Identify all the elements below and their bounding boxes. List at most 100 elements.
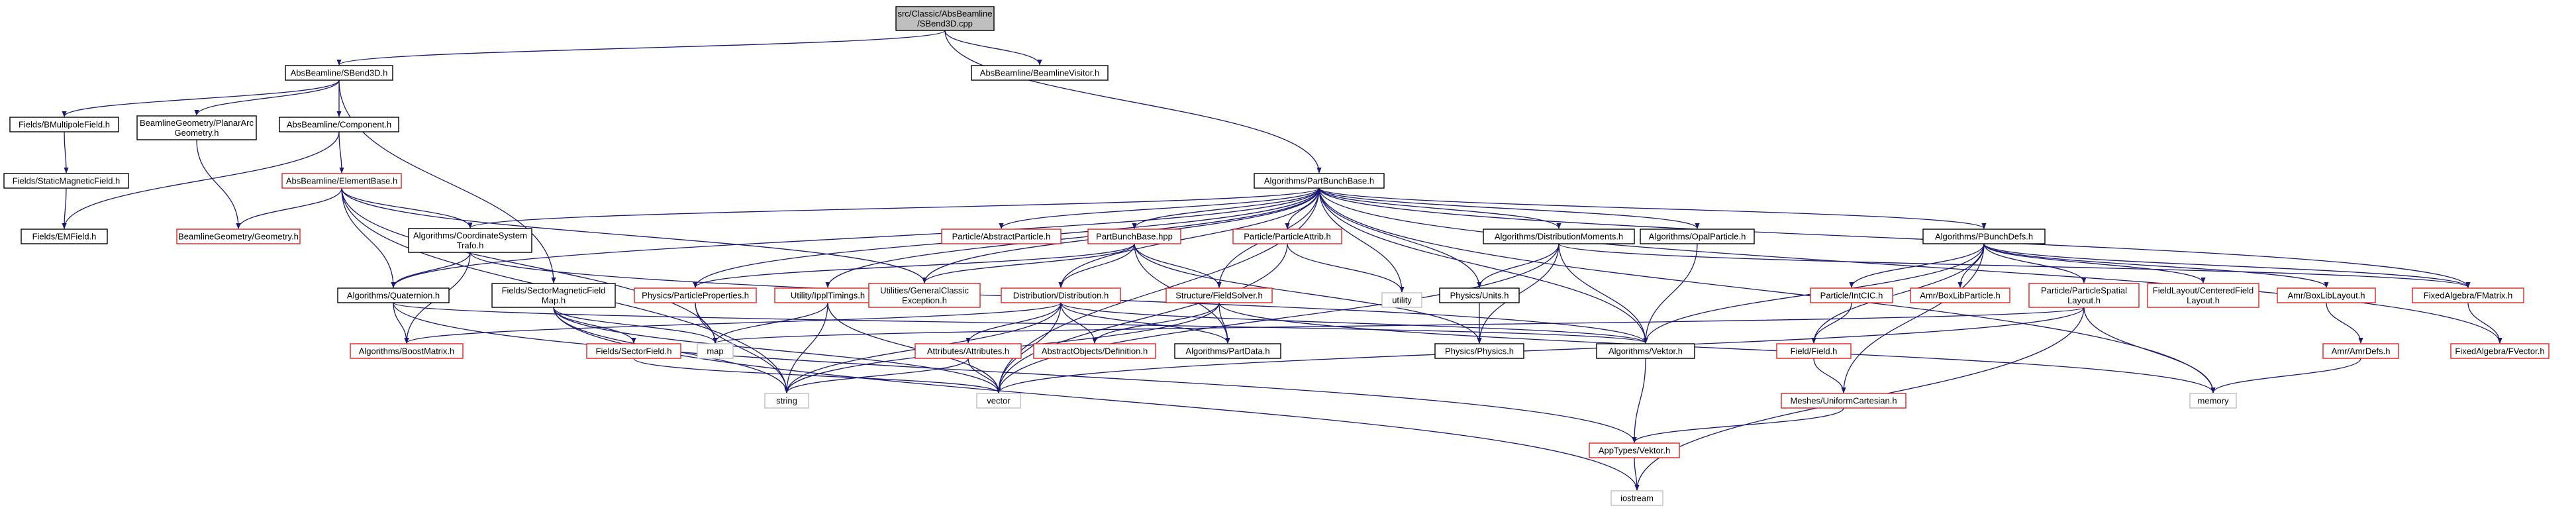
node-bmultipolefield-h[interactable]: Fields/BMultipoleField.h bbox=[9, 117, 119, 132]
edge-pbunchdefs_h-to-field_h bbox=[1811, 243, 1985, 344]
node-label: Algorithms/PartBunchBase.h bbox=[1264, 176, 1374, 186]
node-apptypes-vektor-h[interactable]: AppTypes/Vektor.h bbox=[1589, 442, 1680, 458]
node-root[interactable]: src/Classic/AbsBeamline/SBend3D.cpp bbox=[895, 6, 995, 31]
node-abstractparticle-h[interactable]: Particle/AbstractParticle.h bbox=[941, 229, 1062, 244]
node-box bbox=[1033, 343, 1156, 359]
node-box bbox=[2147, 283, 2259, 308]
edge-distmoments_h-to-units_h bbox=[1477, 243, 1560, 288]
node-sbend3d-h[interactable]: AbsBeamline/SBend3D.h bbox=[285, 65, 393, 81]
node-label: Utilities/GeneralClassic bbox=[880, 285, 969, 295]
node-fieldsolver-h[interactable]: Structure/FieldSolver.h bbox=[1165, 287, 1273, 303]
node-box bbox=[941, 229, 1062, 244]
node-beamlinevisitor-h[interactable]: AbsBeamline/BeamlineVisitor.h bbox=[971, 65, 1109, 81]
edge-pbunchdefs_h-to-boxliblayout_h bbox=[1983, 243, 2329, 288]
node-intcic-h[interactable]: Particle/IntCIC.h bbox=[1810, 287, 1893, 303]
node-geometry-h[interactable]: BeamlineGeometry/Geometry.h bbox=[176, 229, 301, 244]
edge-partbunchbase_h-to-coordsys_h bbox=[468, 187, 1320, 229]
edge-partbunchbase_h-to-particleattrib_h bbox=[1285, 187, 1320, 229]
node-staticmagneticfield-h[interactable]: Fields/StaticMagneticField.h bbox=[3, 173, 129, 189]
node-box bbox=[2450, 343, 2550, 359]
node-distmoments-h[interactable]: Algorithms/DistributionMoments.h bbox=[1483, 229, 1635, 244]
node-label: Physics/Physics.h bbox=[1445, 346, 1514, 356]
node-label: Amr/BoxLibLayout.h bbox=[2287, 291, 2365, 301]
edge-pbunchdefs_h-to-boxlibparticle_h bbox=[1957, 243, 1985, 288]
node-iostream: iostream bbox=[1610, 490, 1663, 506]
node-boxliblayout-h[interactable]: Amr/BoxLibLayout.h bbox=[2277, 287, 2376, 303]
edge-ipptimings_h-to-map bbox=[713, 302, 828, 344]
edge-distmoments_h-to-vector bbox=[996, 243, 1560, 393]
node-quaternion-h[interactable]: Algorithms/Quaternion.h bbox=[337, 287, 450, 303]
node-component-h[interactable]: AbsBeamline/Component.h bbox=[279, 117, 399, 132]
node-uniformcartesian-h[interactable]: Meshes/UniformCartesian.h bbox=[1781, 393, 1907, 409]
node-emfield-h[interactable]: Fields/EMField.h bbox=[21, 229, 108, 244]
node-partbunchbase-h[interactable]: Algorithms/PartBunchBase.h bbox=[1254, 173, 1385, 189]
node-amrdefs-h[interactable]: Amr/AmrDefs.h bbox=[2322, 343, 2399, 359]
edge-layer bbox=[62, 30, 2502, 491]
node-distribution-h[interactable]: Distribution/Distribution.h bbox=[1001, 287, 1121, 303]
edge-partbunchbase_h-to-abstractparticle_h bbox=[999, 187, 1320, 229]
node-label: Algorithms/CoordinateSystem bbox=[413, 230, 527, 240]
edge-distribution_h-to-vector bbox=[996, 302, 1062, 393]
node-vektor-h[interactable]: Algorithms/Vektor.h bbox=[1596, 343, 1695, 359]
node-fvector-h[interactable]: FixedAlgebra/FVector.h bbox=[2450, 343, 2550, 359]
node-partdata-h[interactable]: Algorithms/PartData.h bbox=[1174, 343, 1281, 359]
node-label: AbsBeamline/ElementBase.h bbox=[286, 176, 397, 186]
node-label: Algorithms/DistributionMoments.h bbox=[1495, 232, 1623, 242]
node-abstractobjdef-h[interactable]: AbstractObjects/Definition.h bbox=[1033, 343, 1156, 359]
node-box bbox=[586, 343, 681, 359]
node-box bbox=[764, 393, 809, 409]
node-label: utility bbox=[1392, 295, 1412, 305]
node-particleattrib-h[interactable]: Particle/ParticleAttrib.h bbox=[1232, 229, 1342, 244]
node-box bbox=[176, 229, 301, 244]
edge-elementbase_h-to-geometry_h bbox=[236, 187, 342, 229]
node-particleprops-h[interactable]: Physics/ParticleProperties.h bbox=[634, 287, 757, 303]
edge-component_h-to-emfield_h bbox=[62, 131, 340, 229]
edge-partspatiallayout_h-to-map bbox=[713, 307, 2085, 344]
node-sectorfield-h[interactable]: Fields/SectorField.h bbox=[586, 343, 681, 359]
node-pbunchdefs-h[interactable]: Algorithms/PBunchDefs.h bbox=[1922, 229, 2046, 244]
edge-sectormagfieldmap_h-to-vector bbox=[553, 307, 1001, 393]
node-label: memory bbox=[2198, 396, 2229, 406]
edge-sbend3d_h-to-planararc_h bbox=[194, 79, 340, 116]
edge-distribution_h-to-vektor_h bbox=[1060, 302, 1648, 344]
node-fmatrix-h[interactable]: FixedAlgebra/FMatrix.h bbox=[2412, 287, 2524, 303]
node-box bbox=[915, 343, 1022, 359]
node-box bbox=[408, 228, 532, 253]
node-label: Fields/StaticMagneticField.h bbox=[13, 176, 121, 186]
node-boostmatrix-h[interactable]: Algorithms/BoostMatrix.h bbox=[350, 343, 464, 359]
node-elementbase-h[interactable]: AbsBeamline/ElementBase.h bbox=[281, 173, 402, 189]
node-boxlibparticle-h[interactable]: Amr/BoxLibParticle.h bbox=[1910, 287, 2010, 303]
node-box bbox=[1781, 393, 1907, 409]
node-units-h[interactable]: Physics/Units.h bbox=[1439, 287, 1520, 303]
node-label: Particle/IntCIC.h bbox=[1820, 291, 1883, 301]
node-attributes-h[interactable]: Attributes/Attributes.h bbox=[915, 343, 1022, 359]
node-label: FixedAlgebra/FMatrix.h bbox=[2424, 291, 2512, 301]
edge-partbunchbase_h-to-fvector_h bbox=[1318, 187, 2502, 344]
node-ipptimings-h[interactable]: Utility/IpplTimings.h bbox=[774, 287, 881, 303]
edge-partbunchbase_hpp-to-fieldsolver_h bbox=[1134, 243, 1222, 288]
node-partbunchbase-hpp[interactable]: PartBunchBase.hpp bbox=[1087, 229, 1181, 244]
node-box bbox=[1589, 442, 1680, 458]
edge-amrdefs_h-to-memory bbox=[2210, 358, 2361, 393]
edge-coordsys_h-to-quaternion_h bbox=[391, 252, 471, 288]
node-box bbox=[1610, 490, 1663, 506]
node-box bbox=[976, 393, 1021, 409]
node-box bbox=[1776, 343, 1852, 359]
node-opalparticle-h[interactable]: Algorithms/OpalParticle.h bbox=[1640, 229, 1755, 244]
node-label: Structure/FieldSolver.h bbox=[1175, 291, 1263, 301]
node-field-h[interactable]: Field/Field.h bbox=[1776, 343, 1852, 359]
edge-planararc_h-to-geometry_h bbox=[196, 139, 241, 229]
node-physics-h[interactable]: Physics/Physics.h bbox=[1434, 343, 1524, 359]
edge-partbunchbase_hpp-to-distribution_h bbox=[1058, 243, 1135, 288]
node-label: Utility/IpplTimings.h bbox=[791, 291, 865, 301]
edge-fieldsolver_h-to-partdata_h bbox=[1218, 302, 1230, 344]
node-label: Distribution/Distribution.h bbox=[1013, 291, 1109, 301]
edge-partbunchbase_h-to-utility bbox=[1318, 187, 1405, 293]
edge-elementbase_h-to-quaternion_h bbox=[341, 187, 396, 288]
